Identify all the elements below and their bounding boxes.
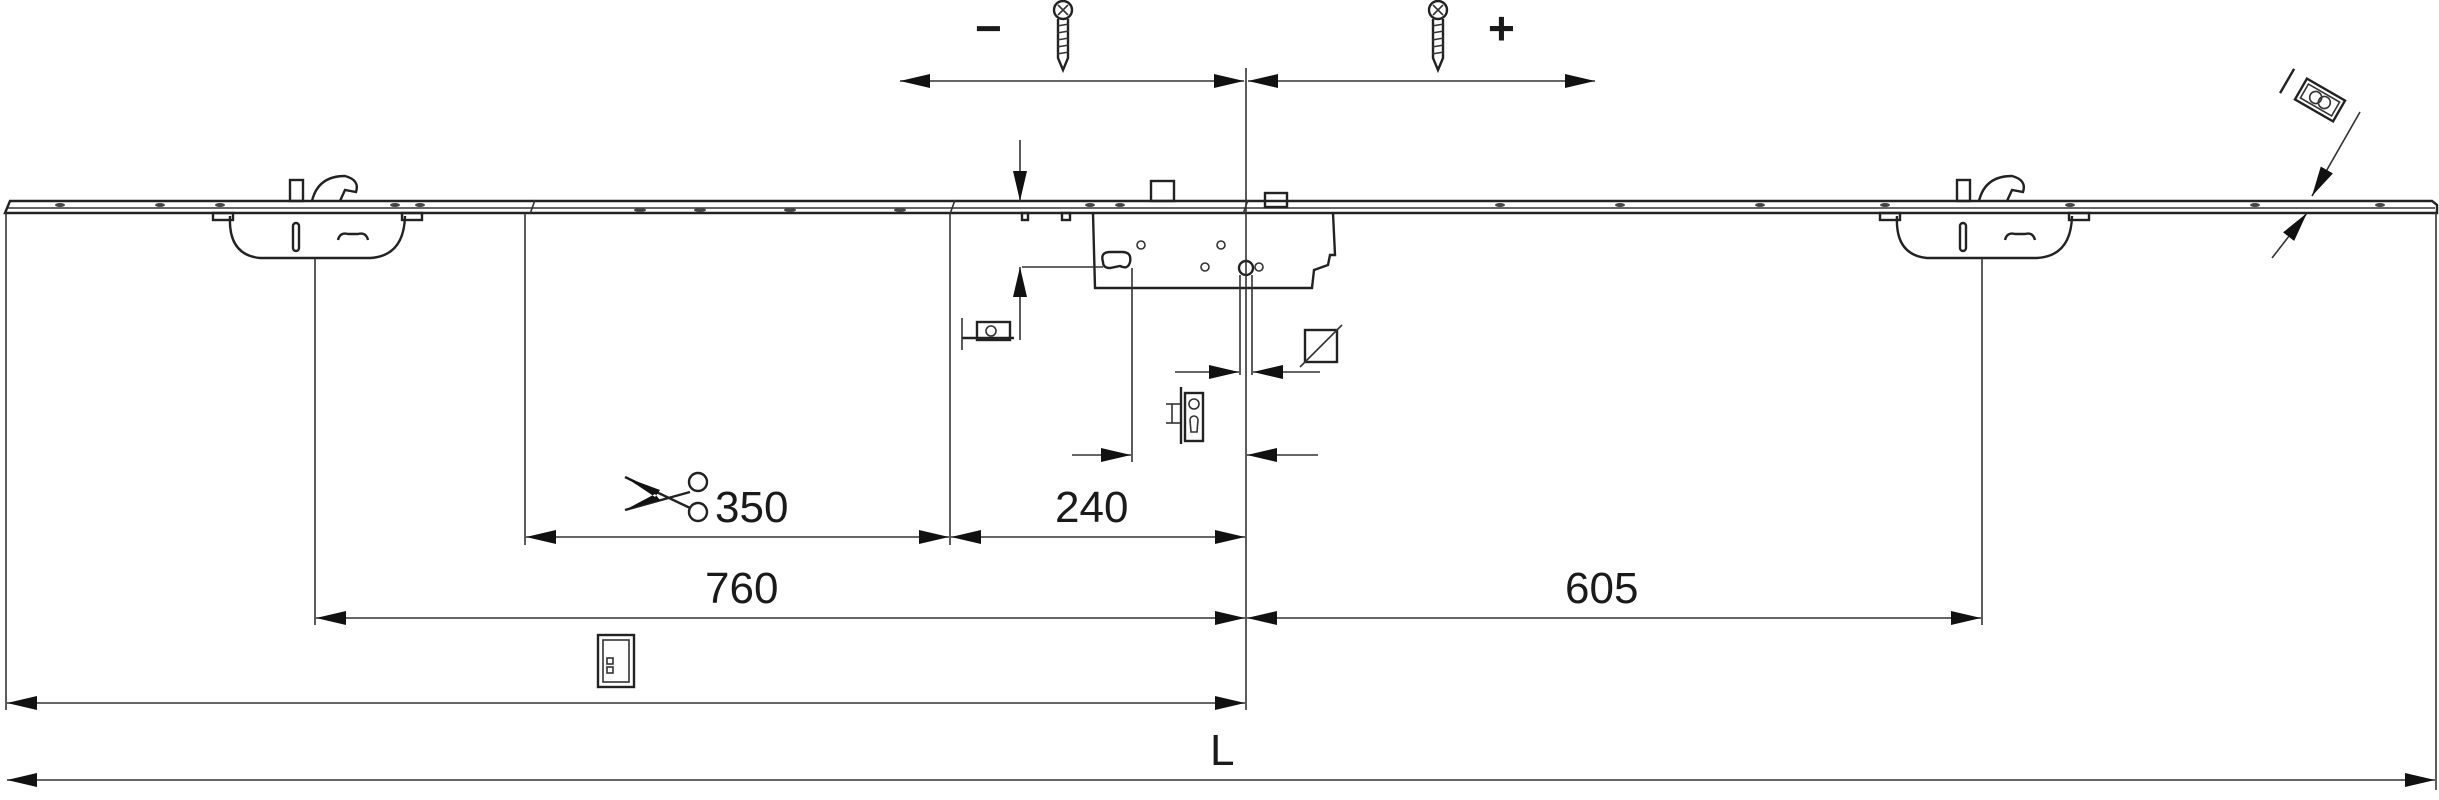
screw-icon (1427, 0, 1449, 74)
dimension-label-240: 240 (1055, 483, 1128, 532)
adjust-plus-label: + (1488, 2, 1515, 54)
dimension-label-605: 605 (1565, 564, 1638, 613)
right-hook-lock (1878, 174, 2091, 260)
scissors-icon (624, 471, 709, 523)
square-spindle-icon (1299, 324, 1343, 368)
backset-symbol-icon (961, 318, 1014, 350)
door-leaf-icon (596, 633, 636, 689)
dimension-label-total-length: L (1210, 726, 1234, 775)
screw-icon (1052, 0, 1074, 74)
dimension-label-760: 760 (705, 564, 778, 613)
main-gearbox (1020, 179, 1337, 290)
rail-slots (55, 203, 2385, 212)
centre-distance-icon (1166, 387, 1205, 444)
rail-thickness-dimension (2271, 111, 2361, 259)
left-hook-lock (211, 174, 424, 260)
keep-symbol-icon (2279, 68, 2347, 124)
extension-lines (5, 68, 2437, 790)
dimension-label-350: 350 (715, 483, 788, 532)
adjust-minus-label: − (975, 2, 1002, 54)
